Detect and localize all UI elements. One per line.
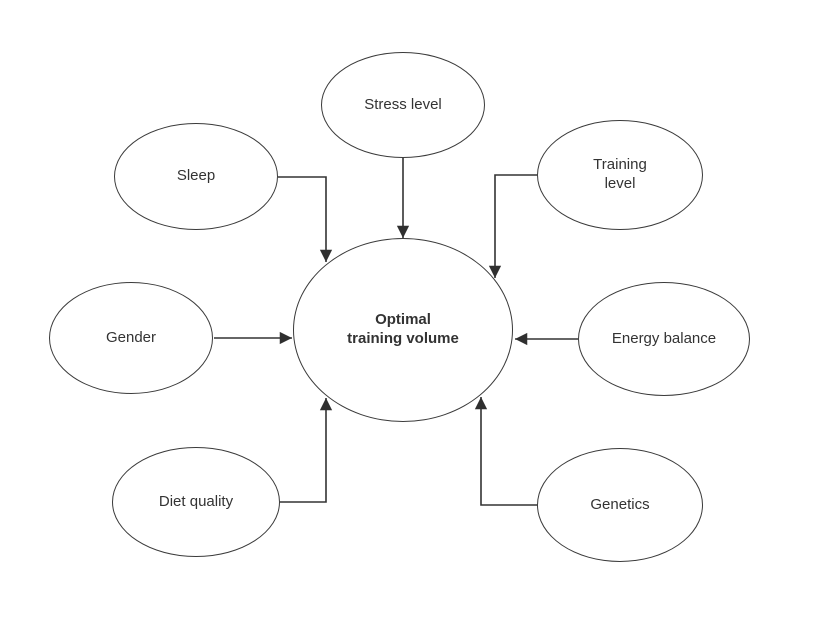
node-genetics-label: Genetics — [590, 495, 650, 513]
node-sleep-label: Sleep — [176, 167, 216, 185]
node-energy-balance-label: Energy balance — [611, 329, 717, 347]
node-diet-quality: Diet quality — [112, 447, 280, 557]
node-stress-level: Stress level — [321, 52, 485, 158]
node-gender-label: Gender — [105, 328, 157, 346]
edge-sleep-to-center — [278, 176, 333, 262]
node-stress-level-label: Stress level — [364, 95, 442, 113]
node-gender: Gender — [49, 282, 213, 394]
node-training-level-label: Training level — [593, 156, 647, 192]
edge-genetics-to-center — [474, 397, 537, 506]
node-genetics: Genetics — [537, 448, 703, 562]
node-optimal-training-volume: Optimal training volume — [293, 238, 513, 422]
node-training-level: Training level — [537, 120, 703, 230]
edge-diet-quality-to-center — [280, 398, 333, 503]
node-diet-quality-label: Diet quality — [158, 492, 234, 510]
node-sleep: Sleep — [114, 123, 278, 230]
node-optimal-training-volume-label: Optimal training volume — [347, 311, 459, 347]
edge-training-level-to-center — [488, 174, 537, 278]
node-energy-balance: Energy balance — [578, 282, 750, 396]
